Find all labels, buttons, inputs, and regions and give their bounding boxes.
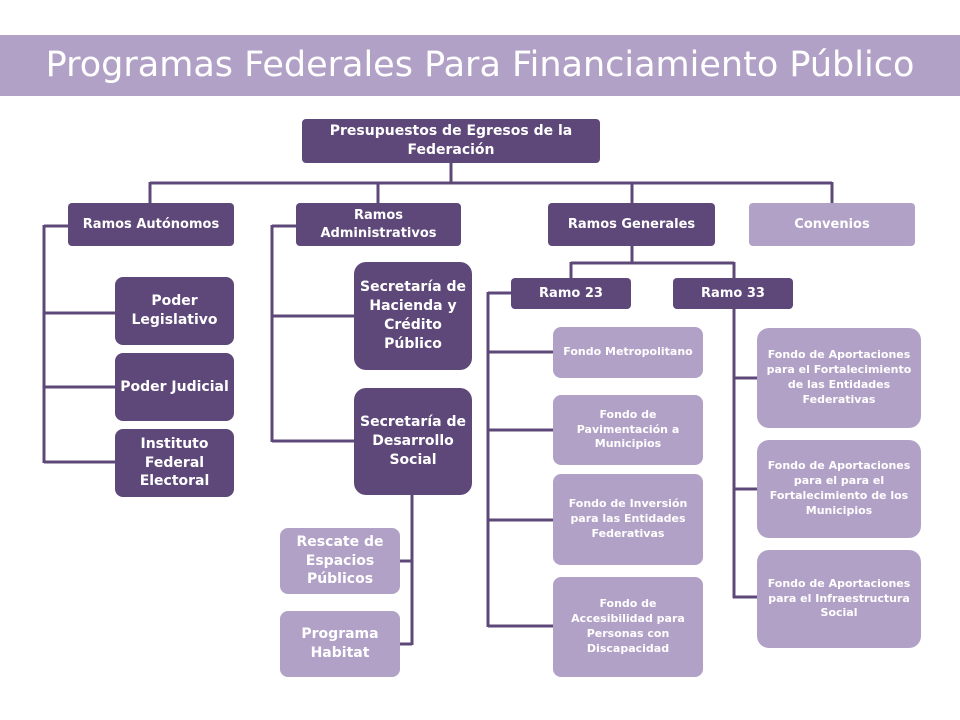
root-node: Presupuestos de Egresos de la Federación — [302, 119, 600, 163]
node-secretaria-hacienda: Secretaría de Hacienda y Crédito Público — [354, 262, 472, 370]
node-ramos-autonomos: Ramos Autónomos — [68, 203, 234, 246]
node-secretaria-desarrollo-social: Secretaría de Desarrollo Social — [354, 388, 472, 495]
node-ramo-23: Ramo 23 — [511, 278, 631, 309]
node-fondo-inversion: Fondo de Inversión para las Entidades Fe… — [553, 474, 703, 565]
node-rescate-espacios-publicos: Rescate de Espacios Públicos — [280, 528, 400, 594]
node-fondo-fortalecimiento-municipios: Fondo de Aportaciones para el para el Fo… — [757, 440, 921, 538]
node-ramos-generales: Ramos Generales — [548, 203, 715, 246]
node-poder-judicial: Poder Judicial — [115, 353, 234, 421]
title-bar — [0, 35, 960, 96]
node-instituto-federal-electoral: Instituto Federal Electoral — [115, 429, 234, 497]
node-convenios: Convenios — [749, 203, 915, 246]
node-fondo-accesibilidad: Fondo de Accesibilidad para Personas con… — [553, 577, 703, 677]
node-fondo-metropolitano: Fondo Metropolitano — [553, 327, 703, 378]
node-poder-legislativo: Poder Legislativo — [115, 277, 234, 345]
node-ramos-administrativos: Ramos Administrativos — [296, 203, 461, 246]
node-fondo-fortalecimiento-entidades: Fondo de Aportaciones para el Fortalecim… — [757, 328, 921, 428]
node-fondo-pavimentacion: Fondo de Pavimentación a Municipios — [553, 395, 703, 465]
node-fondo-infraestructura-social: Fondo de Aportaciones para el Infraestru… — [757, 550, 921, 648]
page-title: Programas Federales Para Financiamiento … — [45, 45, 915, 85]
node-programa-habitat: Programa Habitat — [280, 611, 400, 677]
node-ramo-33: Ramo 33 — [673, 278, 793, 309]
